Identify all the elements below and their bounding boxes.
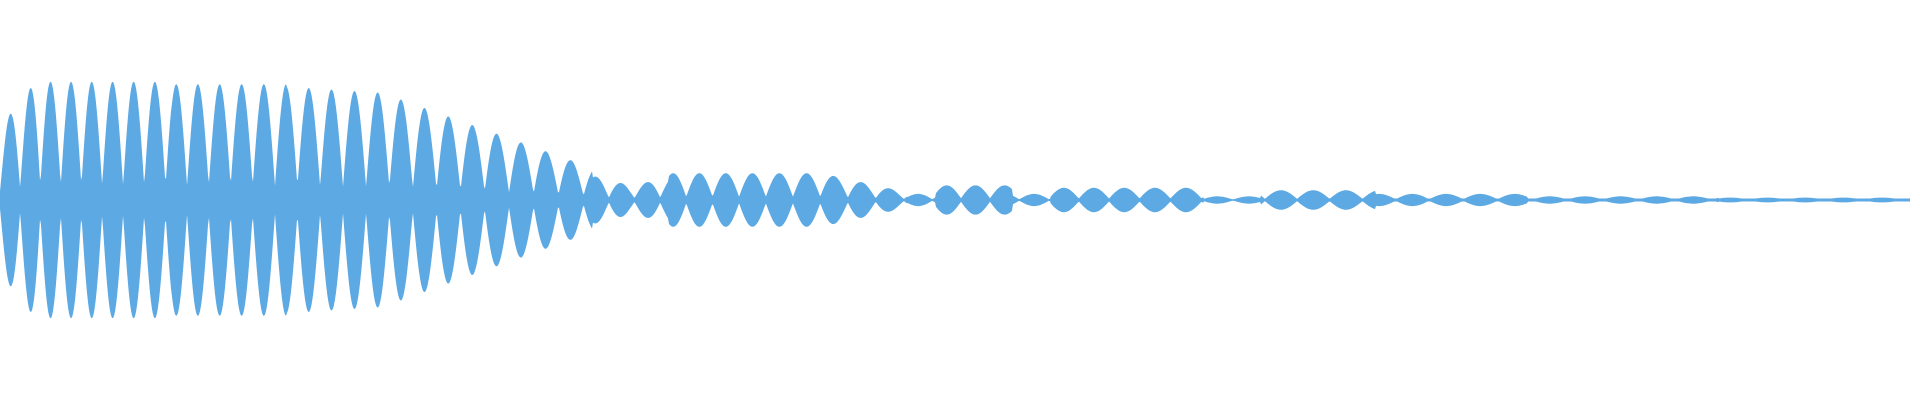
waveform-group bbox=[0, 81, 1910, 319]
